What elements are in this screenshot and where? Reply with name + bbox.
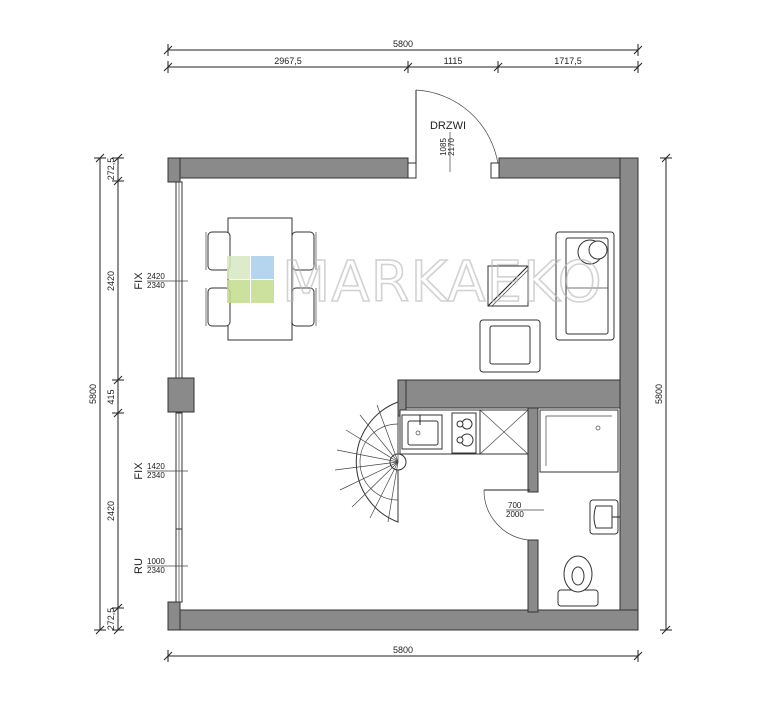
- window-fix-upper: FIX 2420 2340: [133, 181, 188, 379]
- window-ru: RU 1000 2340: [133, 528, 188, 603]
- dimension-right-total-label: 5800: [654, 384, 664, 404]
- entrance-door-label: DRZWI: [430, 120, 466, 132]
- walls: [167, 157, 639, 631]
- window-ru-width: 1000: [147, 557, 165, 566]
- washbasin: [589, 499, 620, 535]
- window-fix-upper-height: 2340: [147, 281, 165, 290]
- dimension-top-segment-3: 1717,5: [554, 56, 582, 66]
- window-fix-lower-height: 2340: [147, 471, 165, 480]
- dimension-top-segments: 2967,5 1115 1717,5: [163, 56, 643, 73]
- sink-icon: [401, 414, 443, 450]
- coffee-table: [487, 265, 529, 307]
- bathroom-door-width: 700: [508, 501, 522, 510]
- cabinet: [479, 409, 529, 455]
- chair-left-top: [205, 231, 231, 271]
- dimension-top-segment-2: 1115: [444, 56, 463, 66]
- toilet: [557, 555, 599, 607]
- dimension-top-total-label: 5800: [393, 39, 413, 49]
- window-fix-lower: FIX 1420 2340: [133, 412, 188, 530]
- window-fix-upper-width: 2420: [147, 272, 165, 281]
- dimension-left-segment-4: 2420: [106, 501, 116, 521]
- window-ru-type: RU: [133, 558, 145, 574]
- watermark-text: MARKAEKO: [282, 250, 603, 315]
- armchair: [479, 319, 541, 373]
- dimension-left-total: 5800: [88, 153, 106, 635]
- chair-right-top: [291, 231, 317, 271]
- dimension-left-total-label: 5800: [88, 384, 98, 404]
- watermark-logo-icon: [227, 256, 274, 303]
- dimension-top-segment-1: 2967,5: [274, 56, 302, 66]
- dimension-bottom-total-label: 5800: [393, 645, 413, 655]
- stove-icon: [451, 412, 477, 454]
- dimension-left-segment-5: 272,5: [106, 608, 116, 631]
- dimension-right-total: 5800: [654, 153, 672, 635]
- dining-set: [205, 217, 317, 341]
- dimension-top-total: 5800: [163, 39, 643, 56]
- chair-left-bottom: [205, 287, 231, 327]
- dimension-bottom-total: 5800: [163, 645, 643, 662]
- spiral-stairs: [334, 401, 407, 523]
- entrance-door: DRZWI 1085 2170: [407, 89, 500, 179]
- window-fix-upper-type: FIX: [133, 272, 145, 290]
- shower: [539, 409, 619, 473]
- bathroom-door: 700 2000: [483, 489, 544, 541]
- window-fix-lower-width: 1420: [147, 462, 165, 471]
- dimension-left-segments: 272,5 2420 415 2420 272,5: [106, 153, 124, 635]
- entrance-door-width: 1085: [439, 138, 448, 156]
- dimension-left-segment-1: 272,5: [106, 158, 116, 181]
- watermark: MARKAEKO: [227, 249, 603, 316]
- sofa: [555, 231, 615, 341]
- chair-right-bottom: [291, 287, 317, 327]
- window-ru-height: 2340: [147, 566, 165, 575]
- kitchen-counter: [399, 409, 529, 455]
- dimension-left-segment-2: 2420: [106, 271, 116, 291]
- window-fix-lower-type: FIX: [133, 462, 145, 480]
- bathroom-door-height: 2000: [506, 510, 524, 519]
- entrance-door-height: 2170: [447, 138, 456, 156]
- dimension-left-segment-3: 415: [106, 389, 116, 404]
